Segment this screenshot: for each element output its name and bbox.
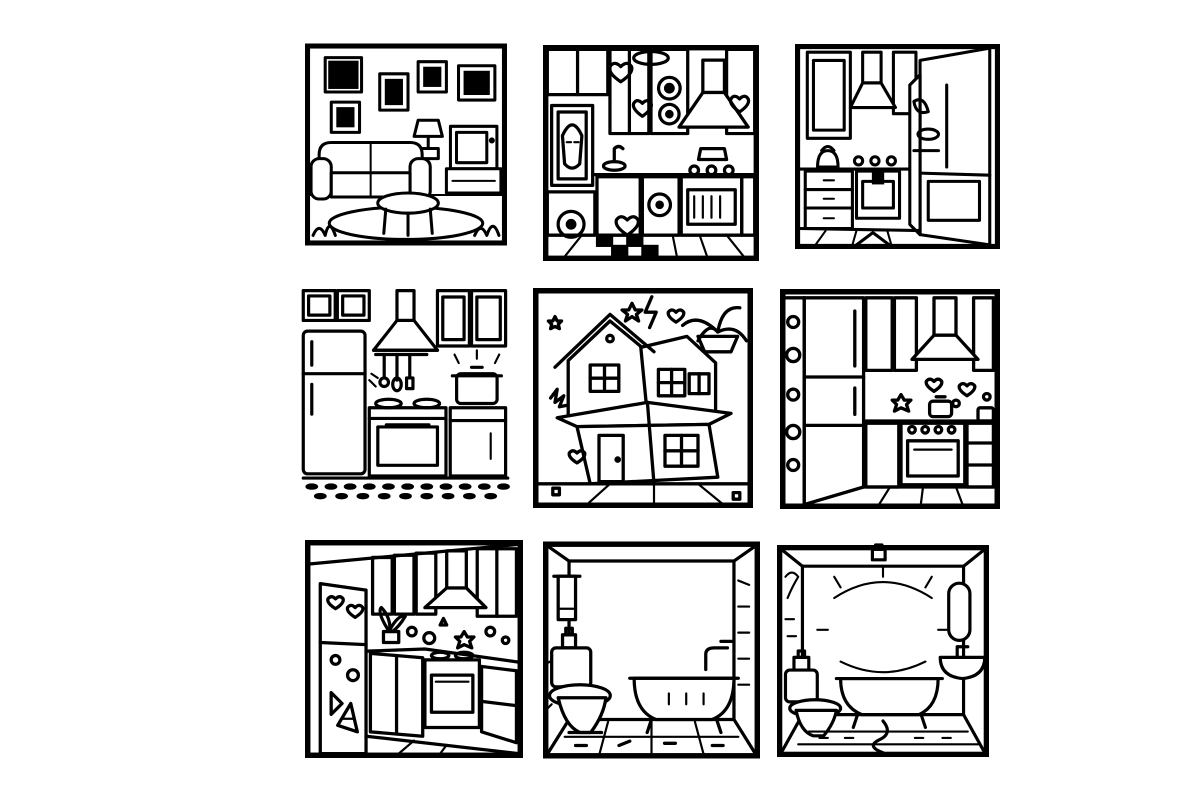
faucet-icon <box>704 639 734 672</box>
window-icon <box>588 333 711 468</box>
heart-icon <box>567 308 686 465</box>
panel-bathroom-with-towel <box>543 540 760 760</box>
stove-icon <box>852 155 902 220</box>
range-hood-icon <box>910 296 980 362</box>
flower-icon <box>556 75 682 239</box>
oven-icon <box>423 650 482 730</box>
bathtub-icon <box>834 676 944 729</box>
cabinet-icon <box>803 169 854 231</box>
towel-icon <box>552 574 582 622</box>
palm-icon <box>680 306 749 354</box>
lamp-icon <box>412 118 444 161</box>
portrait-icon <box>550 103 595 188</box>
refrigerator-icon <box>782 296 866 507</box>
refrigerator-icon <box>318 581 368 756</box>
panel-kitchen-with-fridge <box>795 43 1000 250</box>
tv-icon <box>444 124 503 195</box>
living-room-drawing <box>305 43 507 246</box>
sink-icon <box>938 645 987 681</box>
refrigerator-icon <box>908 46 992 247</box>
kitchen-with-fridge-drawing <box>795 43 1000 249</box>
kitchen-with-hearts-drawing <box>780 289 1000 509</box>
range-hood-icon <box>677 58 750 129</box>
panel-corner-kitchen <box>305 538 523 760</box>
sofa-icon <box>309 140 432 201</box>
tiled-floor-icon <box>563 720 740 756</box>
oven-icon <box>367 397 448 478</box>
toilet-icon <box>547 646 612 735</box>
kettle-icon <box>816 144 840 169</box>
panel-pop-art-kitchen <box>543 43 759 263</box>
bathroom-with-mirror-drawing <box>777 543 989 757</box>
utensil-icon <box>368 352 429 393</box>
range-hood-icon <box>848 50 897 110</box>
pop-art-kitchen-drawing <box>543 44 759 261</box>
bathroom-with-towel-drawing <box>543 541 760 759</box>
corner-kitchen-drawing <box>305 540 523 758</box>
range-hood-icon <box>423 549 488 610</box>
cabinet-icon <box>301 289 508 348</box>
oven-icon <box>899 421 967 487</box>
panel-bathroom-with-mirror <box>777 540 989 762</box>
house-exterior-drawing <box>533 288 753 508</box>
coffee-table-icon <box>376 191 440 237</box>
panel-kitchen-with-hearts <box>780 288 1000 510</box>
toilet-icon <box>783 668 843 738</box>
cabinet-icon <box>370 547 519 618</box>
bathtub-icon <box>628 676 740 735</box>
tiled-floor-icon <box>797 226 922 247</box>
sink-icon <box>601 144 627 172</box>
dishwasher-icon <box>448 406 508 478</box>
pot-icon <box>450 349 503 406</box>
heart-icon <box>608 61 751 237</box>
panel-kitchen-with-utensils <box>299 283 512 507</box>
soap-icon <box>870 543 887 562</box>
range-hood-icon <box>371 289 440 352</box>
checkered-floor-icon <box>545 233 757 258</box>
plant-icon <box>311 224 501 237</box>
panel-living-room <box>305 43 507 246</box>
pot-icon <box>927 395 996 423</box>
plant-icon <box>378 605 407 645</box>
heart-icon <box>405 616 511 650</box>
mirror-icon <box>816 565 972 674</box>
cabinet-icon <box>864 296 996 373</box>
cabinet-icon <box>368 651 519 745</box>
kitchen-with-utensils-drawing <box>301 289 510 500</box>
tiled-floor-icon <box>797 719 980 755</box>
refrigerator-icon <box>301 329 367 476</box>
picture-frame-icon <box>323 56 497 134</box>
door-icon <box>597 433 625 484</box>
tiled-floor-icon <box>305 483 510 500</box>
panel-house-exterior <box>533 288 753 508</box>
